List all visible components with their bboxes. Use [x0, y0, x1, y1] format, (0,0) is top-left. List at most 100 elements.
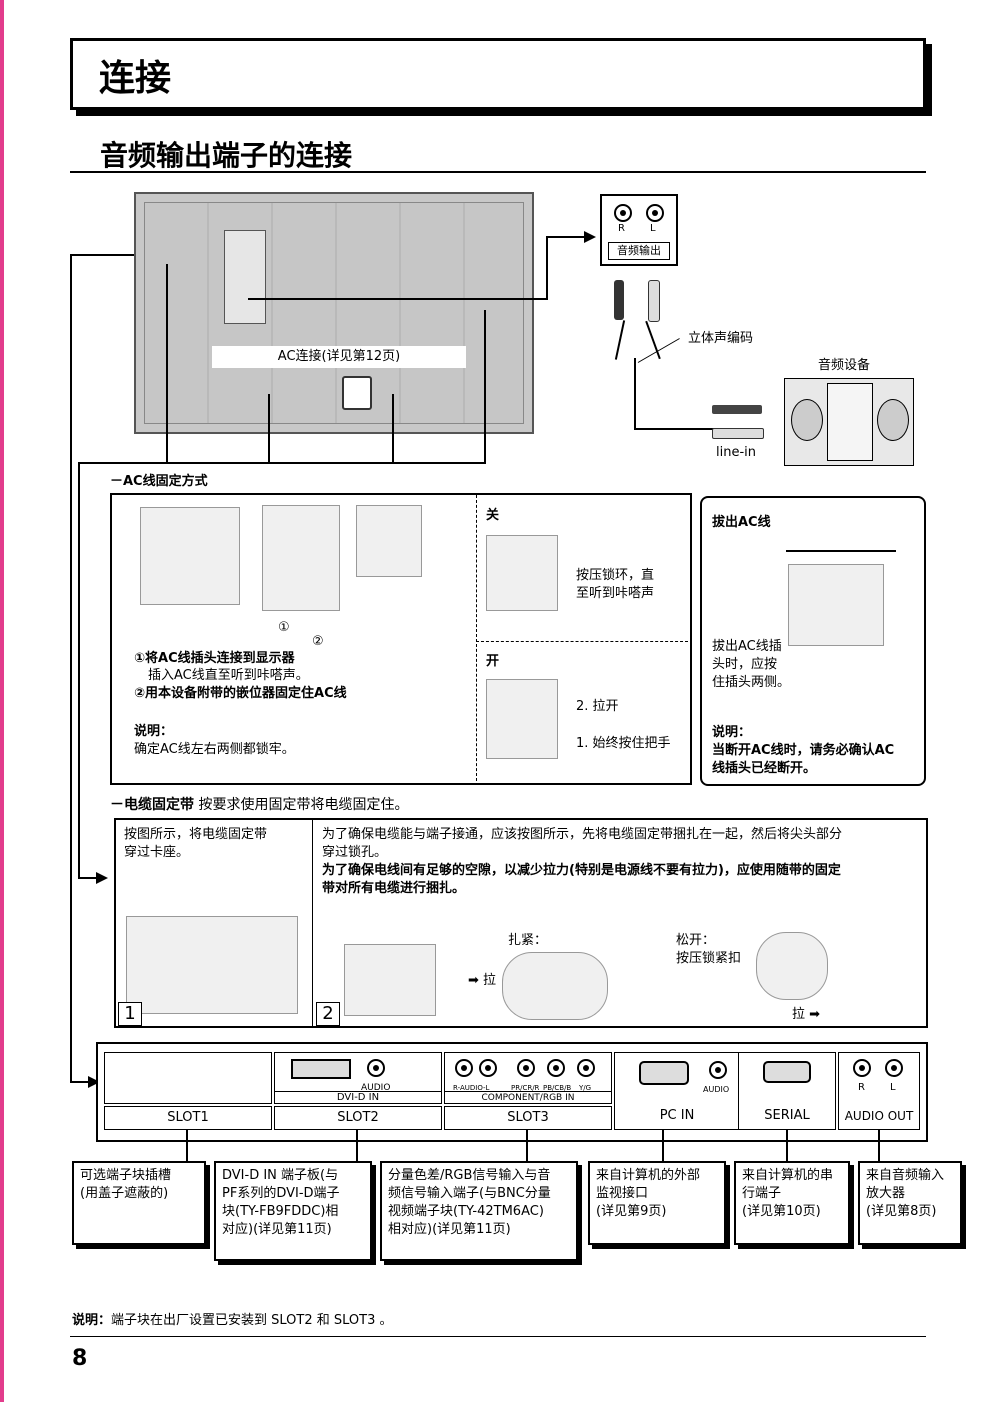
clamp-illustration — [140, 507, 240, 605]
marker-2: ② — [312, 634, 324, 649]
ac-fix-box: ① ② ①将AC线插头连接到显示器 插入AC线直至听到咔嗒声。 ②用本设备附带的… — [110, 493, 692, 785]
audio-connect-line-h — [546, 236, 586, 238]
slot3-desc-line: 频信号输入端子(与BNC分量 — [388, 1186, 551, 1201]
desc-line — [356, 1129, 358, 1161]
step-number-1: 1 — [118, 1002, 142, 1026]
audio-jack-r-icon — [614, 204, 632, 222]
stereo-system-icon — [784, 378, 914, 466]
routing-line-tv — [392, 394, 394, 464]
step-number-2: 2 — [316, 1002, 340, 1026]
slot2-audio-label: AUDIO — [361, 1083, 391, 1093]
slot2-desc-line: 块(TY-FB9FDDC)相 — [222, 1204, 339, 1219]
cable-tie-heading: －电缆固定带 按要求使用固定带将电缆固定住。 — [110, 796, 408, 814]
pc-in-box: AUDIO PC IN — [614, 1052, 740, 1130]
pc-audio-jack-icon — [709, 1061, 727, 1079]
ac-fix-heading: －AC线固定方式 — [110, 474, 208, 489]
audio-out-r-label: R — [618, 223, 625, 234]
cable-line — [634, 428, 714, 430]
pb-label: PB/CB/B — [543, 1084, 572, 1092]
unplug-text2: 头时，应按 — [712, 657, 778, 672]
routing-line-left — [70, 254, 72, 1082]
unplug-note-title: 说明： — [712, 725, 752, 740]
audio-desc-line: (详见第8页) — [866, 1204, 937, 1219]
ac-inlet-icon — [342, 376, 372, 410]
yg-jack-icon — [577, 1059, 595, 1077]
rca-plug-icon — [614, 280, 624, 320]
open-title: 开 — [486, 654, 500, 669]
pc-desc-line: 监视接口 — [596, 1186, 649, 1201]
pr-label: PR/CR/R — [511, 1084, 540, 1092]
tv-jack-panel — [224, 230, 266, 324]
unplug-title: 拔出AC线 — [712, 515, 771, 530]
cable-tie-box: 按图所示，将电缆固定带 穿过卡座。 为了确保电缆能与端子接通，应该按图所示，先将… — [114, 818, 928, 1028]
ac-step1b: 插入AC线直至听到咔嗒声。 — [148, 668, 309, 683]
slot1-box — [104, 1052, 272, 1104]
serial-desc-line: 来自计算机的串 — [742, 1168, 834, 1183]
page-edge-marker — [0, 0, 4, 1402]
open-step2: 2. 拉开 — [576, 699, 619, 714]
unplug-note1: 当断开AC线时，请务必确认AC — [712, 743, 895, 758]
slot1-desc-line: 可选端子块插槽 — [80, 1168, 172, 1183]
audio-out-l-label: L — [650, 223, 656, 234]
slot1-label: SLOT1 — [104, 1106, 272, 1130]
stereo-unit-icon — [827, 383, 873, 461]
pc-desc-line: (详见第9页) — [596, 1204, 667, 1219]
audio-out-l-jack-icon — [885, 1059, 903, 1077]
page-title-box: 连接 — [70, 38, 926, 110]
serial-label: SERIAL — [764, 1108, 810, 1123]
pc-in-label: PC IN — [659, 1108, 695, 1123]
serial-description: 来自计算机的串 行端子 (详见第10页) — [734, 1161, 850, 1245]
footer-note-bold: 说明： — [72, 1313, 112, 1328]
marker-1: ① — [278, 620, 290, 635]
pc-description: 来自计算机的外部 监视接口 (详见第9页) — [588, 1161, 726, 1245]
close-title: 关 — [486, 508, 500, 523]
audio-connect-line-v — [546, 236, 548, 300]
divider-dashed — [476, 495, 477, 781]
slot2-desc-line: PF系列的DVI-D端子 — [222, 1186, 340, 1201]
audio-jack-l-icon — [479, 1059, 497, 1077]
cable-tie-heading-rest: 按要求使用固定带将电缆固定住。 — [198, 797, 409, 813]
stereo-cable-label: 立体声编码 — [688, 331, 754, 346]
routing-line-inner — [78, 462, 80, 878]
ac-connection-label: AC连接(详见第12页) — [212, 346, 466, 368]
speaker-icon — [877, 399, 909, 441]
slot2-desc-line: DVI-D IN 端子板(与 — [222, 1168, 339, 1183]
audio-jack-icon — [367, 1059, 385, 1077]
audio-out-r-jack-icon — [853, 1059, 871, 1077]
open-step1: 1. 始终按住把手 — [576, 736, 671, 751]
audio-out-port-label: 音频输出 — [608, 242, 670, 260]
unplug-plug-illustration — [788, 564, 884, 646]
slot3-desc-line: 分量色差/RGB信号输入与音 — [388, 1168, 551, 1183]
rca-plug-icon — [712, 428, 764, 439]
slot3-desc-line: 视频端子块(TY-42TM6AC) — [388, 1204, 544, 1219]
close-text2: 至听到咔嗒声 — [576, 586, 655, 601]
desc-line — [526, 1129, 528, 1161]
pr-jack-icon — [517, 1059, 535, 1077]
section-rule — [70, 171, 926, 173]
loosen-label2: 按压锁紧扣 — [676, 951, 742, 966]
speaker-icon — [791, 399, 823, 441]
page-number: 8 — [72, 1346, 88, 1371]
lock-open-illustration — [486, 679, 558, 759]
panel-audio-l-label: L — [890, 1082, 896, 1093]
cable-line — [614, 320, 626, 360]
line-in-label: line-in — [716, 445, 757, 460]
routing-line — [70, 1081, 90, 1083]
ac-note-title: 说明： — [134, 724, 174, 739]
pb-jack-icon — [547, 1059, 565, 1077]
panel-audio-r-label: R — [858, 1082, 865, 1093]
cable-step2-text2: 穿过锁孔。 — [322, 845, 388, 860]
unplug-line — [786, 550, 896, 552]
slot1-description: 可选端子块插槽 (用盖子遮蔽的) — [72, 1161, 206, 1245]
loosen-label1: 松开： — [676, 933, 716, 948]
page-title: 连接 — [99, 58, 172, 99]
ac-plug-illustration — [262, 505, 340, 611]
r-audio-l-label: R-AUDIO-L — [453, 1084, 490, 1092]
ac-note-text: 确定AC线左右两侧都锁牢。 — [134, 742, 295, 757]
audio-out-label: AUDIO OUT — [844, 1109, 914, 1123]
slot3-desc-line: 相对应)(详见第11页) — [388, 1222, 511, 1237]
tighten-label: 扎紧： — [508, 933, 548, 948]
audio-out-box: R L AUDIO OUT — [838, 1052, 920, 1130]
serial-desc-line: 行端子 — [742, 1186, 782, 1201]
rca-plug-icon — [648, 280, 660, 322]
